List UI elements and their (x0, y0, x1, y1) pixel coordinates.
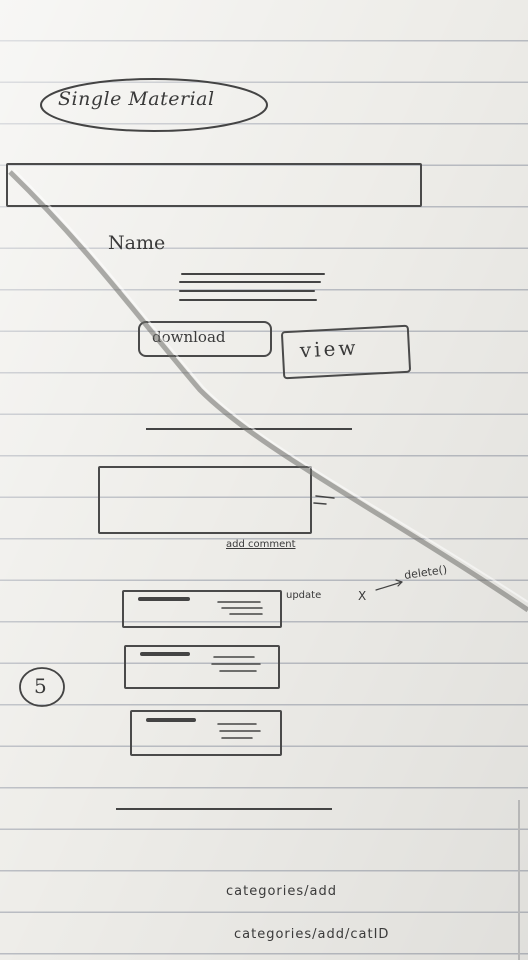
header-bar[interactable] (6, 163, 422, 207)
route-note: categories/add/catID (234, 927, 390, 942)
comment-card-content (138, 597, 263, 615)
view-button[interactable]: view (280, 324, 412, 380)
page-title: Single Material (58, 88, 215, 110)
footer-divider (116, 808, 332, 810)
arrow-right-icon (375, 579, 403, 591)
delete-comment-button[interactable]: X (358, 589, 367, 603)
material-name-label: Name (108, 232, 166, 254)
update-comment-button[interactable]: update (286, 590, 322, 601)
paper-margin-line (518, 800, 520, 960)
comment-card (124, 645, 280, 689)
circled-number-annotation (19, 667, 65, 707)
comment-card-content (140, 652, 261, 672)
textarea-resize-marks (313, 495, 335, 505)
circled-number: 5 (34, 674, 47, 698)
comment-card (130, 710, 282, 756)
title-ellipse (40, 78, 268, 132)
comment-card-content (146, 718, 261, 739)
comment-card (122, 590, 282, 628)
download-button[interactable]: download (138, 321, 272, 357)
route-note: categories/add (226, 884, 337, 899)
comment-textarea[interactable] (98, 466, 312, 534)
description-text-lines (179, 273, 325, 301)
section-divider (146, 428, 352, 430)
add-comment-button[interactable]: add comment (226, 539, 296, 550)
view-button-label: view (299, 335, 360, 363)
download-button-label: download (152, 328, 226, 346)
